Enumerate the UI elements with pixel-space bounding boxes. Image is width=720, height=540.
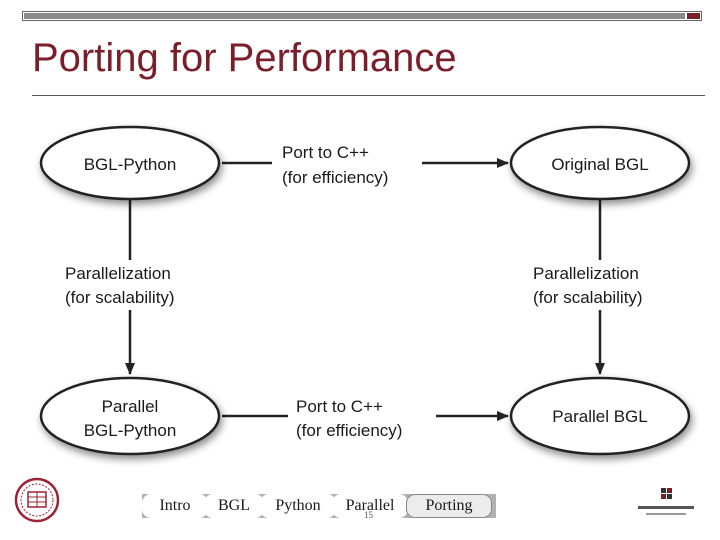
page-number: 15 <box>364 510 373 520</box>
node-parallel-bgl-label: Parallel BGL <box>552 407 647 426</box>
edge-bottom-label-bg <box>288 392 436 442</box>
header-bar-fill <box>24 13 685 19</box>
university-seal-icon <box>14 477 60 523</box>
edge-top-label-line1: Port to C++ <box>282 143 369 162</box>
nav-tab-python[interactable]: Python <box>260 494 336 518</box>
node-original-bgl <box>509 125 691 201</box>
edge-top-label-bg <box>272 138 422 188</box>
node-parallel-bgl <box>509 376 691 456</box>
edge-right-label-line1: Parallelization <box>533 264 639 283</box>
title-divider <box>32 95 705 96</box>
header-bar-marker <box>687 13 700 19</box>
slide-title: Porting for Performance <box>32 36 457 80</box>
edge-left-label-line1: Parallelization <box>65 264 171 283</box>
nav-tab-bgl[interactable]: BGL <box>204 494 264 518</box>
edge-top-label-line2: (for efficiency) <box>282 168 388 187</box>
node-parallel-bgl-python-label-line1: Parallel <box>102 397 159 416</box>
node-parallel-bgl-python-label-line2: BGL-Python <box>84 421 177 440</box>
header-bar <box>22 11 702 21</box>
edge-right-label-bg <box>526 260 674 310</box>
node-parallel-bgl-python <box>39 376 221 456</box>
section-nav: Intro BGL Python Parallel Porting <box>142 494 496 518</box>
edge-bottom-label-line2: (for efficiency) <box>296 421 402 440</box>
company-logo-icon <box>638 488 694 515</box>
edge-left-label-line2: (for scalability) <box>65 288 175 307</box>
edge-bottom-label-line1: Port to C++ <box>296 397 383 416</box>
nav-tab-parallel[interactable]: Parallel <box>332 494 408 518</box>
nav-tab-porting[interactable]: Porting <box>406 494 492 518</box>
nav-tab-intro[interactable]: Intro <box>142 494 208 518</box>
edge-right-label-line2: (for scalability) <box>533 288 643 307</box>
node-bgl-python-label: BGL-Python <box>84 155 177 174</box>
node-bgl-python <box>39 125 221 201</box>
node-original-bgl-label: Original BGL <box>551 155 648 174</box>
edge-left-label-bg <box>58 260 206 310</box>
